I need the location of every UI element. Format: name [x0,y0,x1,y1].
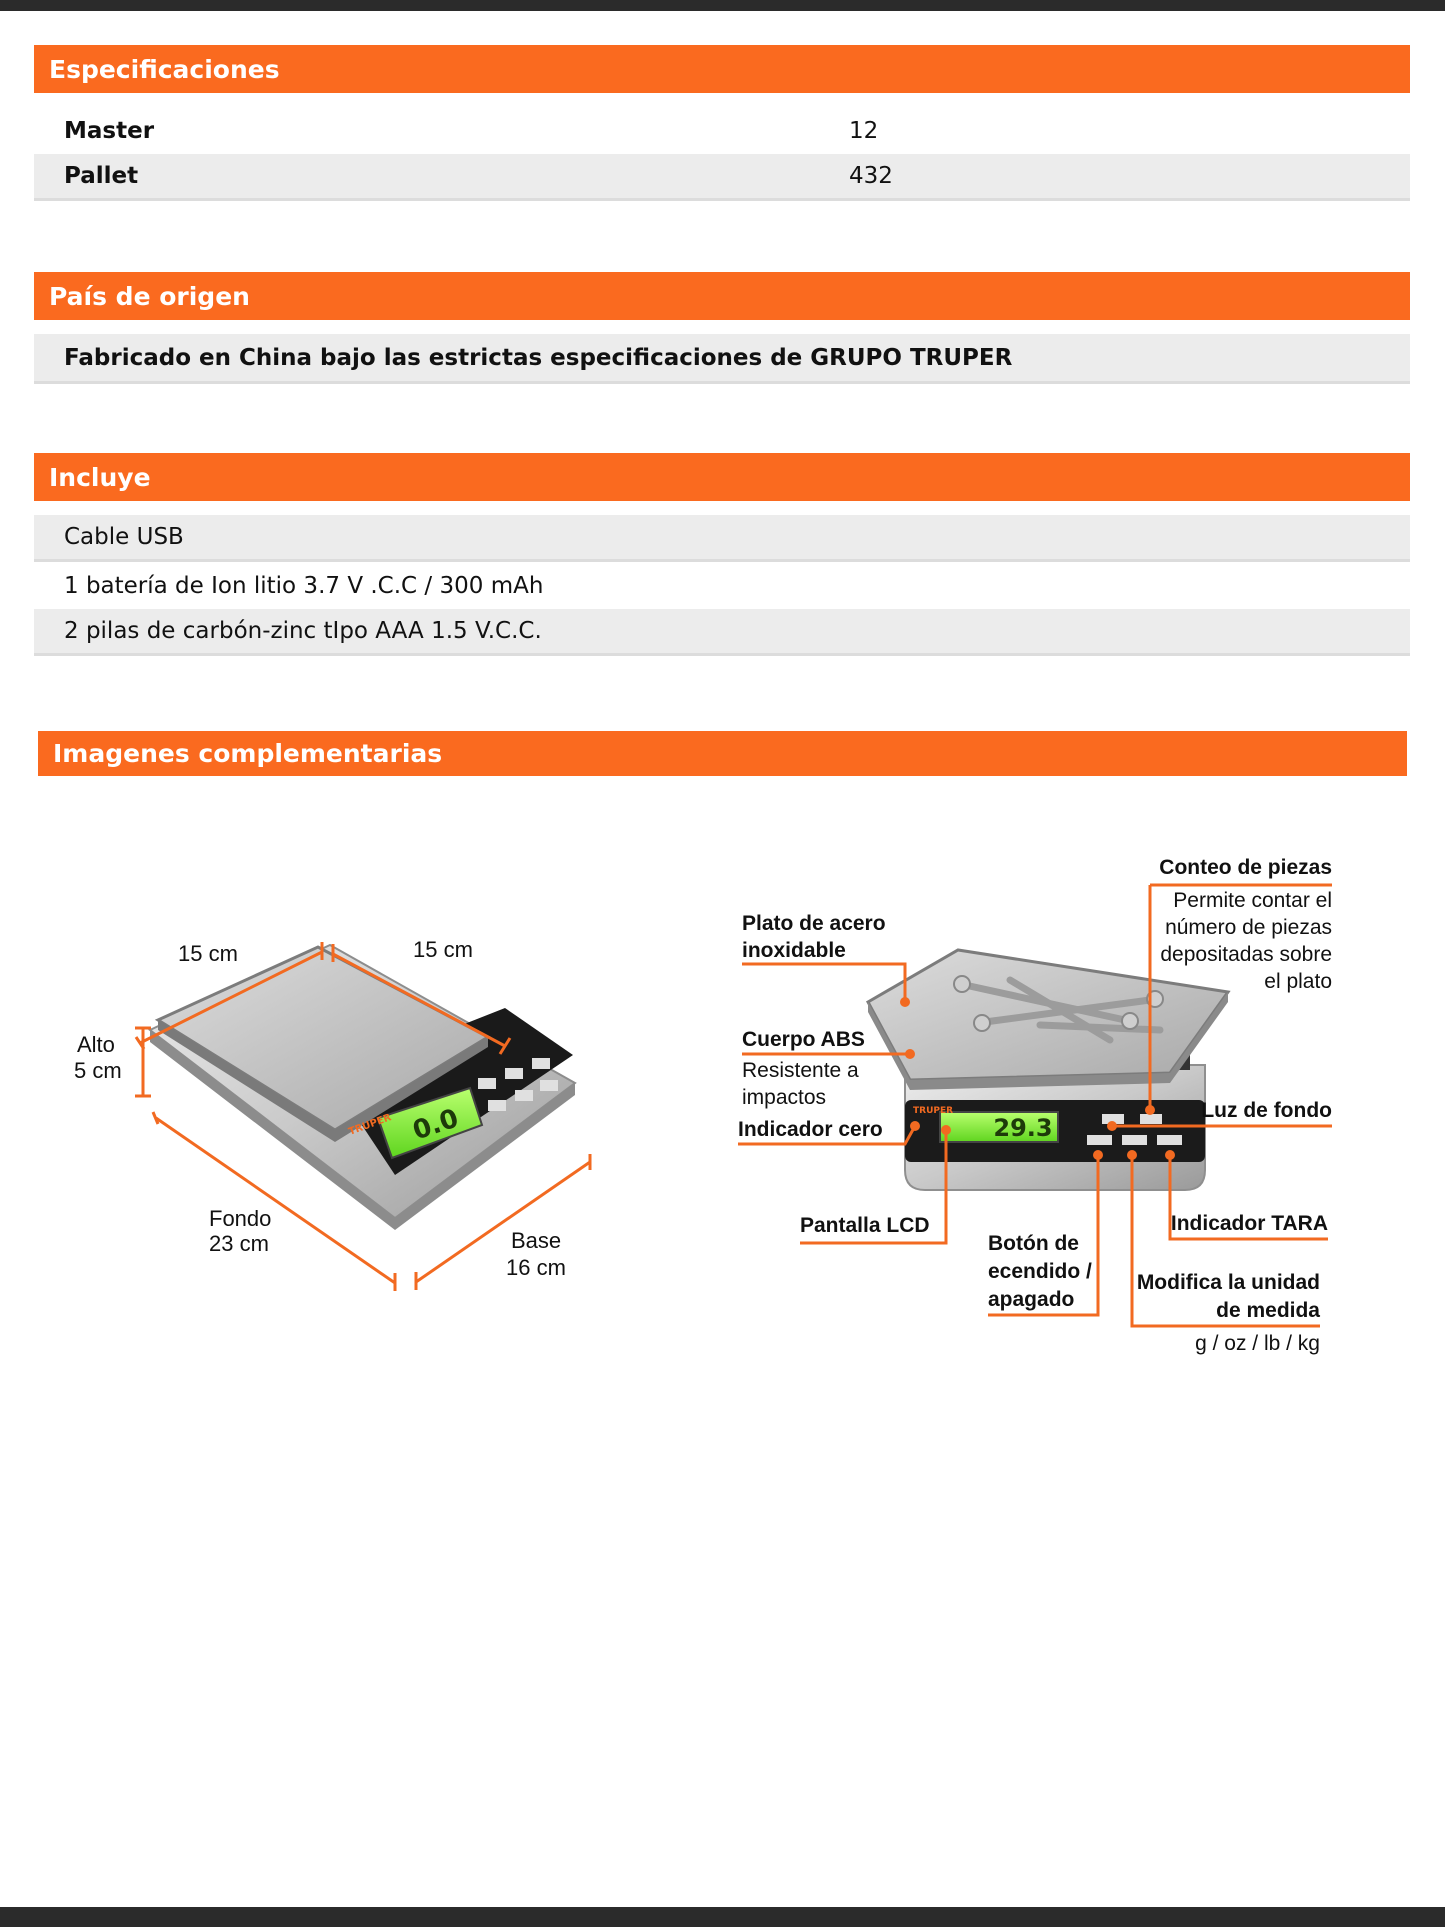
section-header-origen: País de origen [34,272,1410,320]
section-title: Incluye [49,462,151,492]
leader-dot [1107,1121,1117,1131]
lcd-display [939,1111,1059,1143]
leader-boton [988,1155,1100,1317]
spec-label: Master [64,117,155,144]
dim-alto-label: Alto [77,1032,115,1057]
section-header-especificaciones: Especificaciones [34,45,1410,93]
dim-fondo-value: 23 cm [209,1231,269,1256]
incluye-item: 2 pilas de carbón-zinc tIpo AAA 1.5 V.C.… [34,609,1410,656]
dim-line-width [139,950,323,1045]
leader-dot [941,1125,951,1135]
callout-unidad: de medida [1216,1299,1320,1322]
callout-conteo-desc: el plato [1264,970,1332,993]
callout-plato: Plato de acero [742,912,886,935]
callout-conteo-desc: Permite contar el [1173,889,1332,912]
bottom-bar [0,1907,1445,1927]
dim-line-base [415,1160,591,1284]
leader-unidad [1130,1155,1320,1328]
section-title: País de origen [49,281,250,311]
incluye-item-text: 1 batería de Ion litio 3.7 V .C.C / 300 … [64,572,544,599]
bolts [961,976,1164,1044]
origen-text: Fabricado en China bajo las estrictas es… [64,344,1013,371]
dimension-diagram: 0.0 TRUPER 15 cm [74,937,592,1291]
callout-cuerpo-desc: Resistente a [742,1059,859,1082]
scale-button [1122,1135,1147,1145]
dim-depth-label: 15 cm [413,937,473,962]
leader-dot [1165,1150,1175,1160]
scale-button [488,1100,506,1111]
leader-dot [910,1121,920,1131]
callout-unidad: Modifica la unidad [1137,1271,1320,1294]
callout-conteo-title: Conteo de piezas [1159,856,1332,879]
scale-button [1102,1114,1124,1124]
spec-value: 432 [849,163,893,189]
scale-button [1087,1135,1112,1145]
dim-width-label: 15 cm [178,941,238,966]
callout-conteo-desc: número de piezas [1165,916,1332,939]
leader-plato [742,962,907,1002]
section-header-imagenes: Imagenes complementarias [38,731,1407,776]
dim-tick [151,1111,160,1125]
incluye-item: 1 batería de Ion litio 3.7 V .C.C / 300 … [34,562,1410,609]
spec-row-master: Master 12 [34,107,1410,154]
section-title: Especificaciones [49,54,280,84]
leader-dot [1127,1150,1137,1160]
leader-dot [900,997,910,1007]
feature-diagram: 29.3 TRUPER [738,856,1332,1355]
scale-button [1157,1135,1182,1145]
callout-boton: Botón de [988,1232,1079,1255]
dim-line-depth [332,952,506,1048]
bolt-heads [953,975,1164,1032]
incluye-item: Cable USB [34,515,1410,562]
leader-dot [1145,1105,1155,1115]
callout-conteo-desc: depositadas sobre [1160,943,1332,966]
scale-button [505,1068,523,1079]
leader-dot [1093,1150,1103,1160]
callout-boton: ecendido / [988,1260,1092,1283]
scale-button [515,1090,533,1101]
scale-button [1140,1114,1162,1124]
scale-diagrams: 0.0 TRUPER 15 cm [74,856,1332,1355]
leader-cero [738,1125,917,1146]
callout-indicador-cero: Indicador cero [738,1118,883,1141]
lcd-display [376,1086,484,1160]
dim-alto-value: 5 cm [74,1058,122,1083]
plate-edge [158,1020,488,1142]
brand-logo: TRUPER [913,1106,953,1116]
dim-base-value: 16 cm [506,1255,566,1280]
callout-cuerpo-title: Cuerpo ABS [742,1028,865,1051]
section-header-incluye: Incluye [34,453,1410,501]
callout-unidad-desc: g / oz / lb / kg [1195,1332,1320,1355]
lcd-reading: 29.3 [993,1114,1052,1142]
origen-row: Fabricado en China bajo las estrictas es… [34,334,1410,384]
incluye-item-text: Cable USB [64,524,184,550]
complementary-images: 0.0 TRUPER 15 cm [0,830,1445,1390]
spec-value: 12 [849,117,879,144]
top-bar [0,0,1445,11]
dim-tick [498,1037,512,1055]
leader-tara [1168,1155,1328,1241]
scale-button [540,1080,558,1091]
dim-fondo-label: Fondo [209,1206,271,1231]
callout-plato: inoxidable [742,939,846,962]
scale-button [532,1058,550,1069]
scale-button [478,1078,496,1089]
callout-pantalla: Pantalla LCD [800,1214,930,1237]
spec-label: Pallet [64,163,139,189]
leader-dot [905,1049,915,1059]
callout-luz: Luz de fondo [1201,1099,1332,1122]
callout-tara: Indicador TARA [1171,1212,1328,1235]
incluye-item-text: 2 pilas de carbón-zinc tIpo AAA 1.5 V.C.… [64,618,542,644]
spec-row-pallet: Pallet 432 [34,154,1410,201]
callout-cuerpo-desc: impactos [742,1086,826,1109]
leader-pantalla [800,1130,948,1245]
section-title: Imagenes complementarias [53,739,443,768]
callout-boton: apagado [988,1288,1074,1311]
dim-line-fondo [155,1116,396,1285]
dim-base-label: Base [511,1228,561,1253]
